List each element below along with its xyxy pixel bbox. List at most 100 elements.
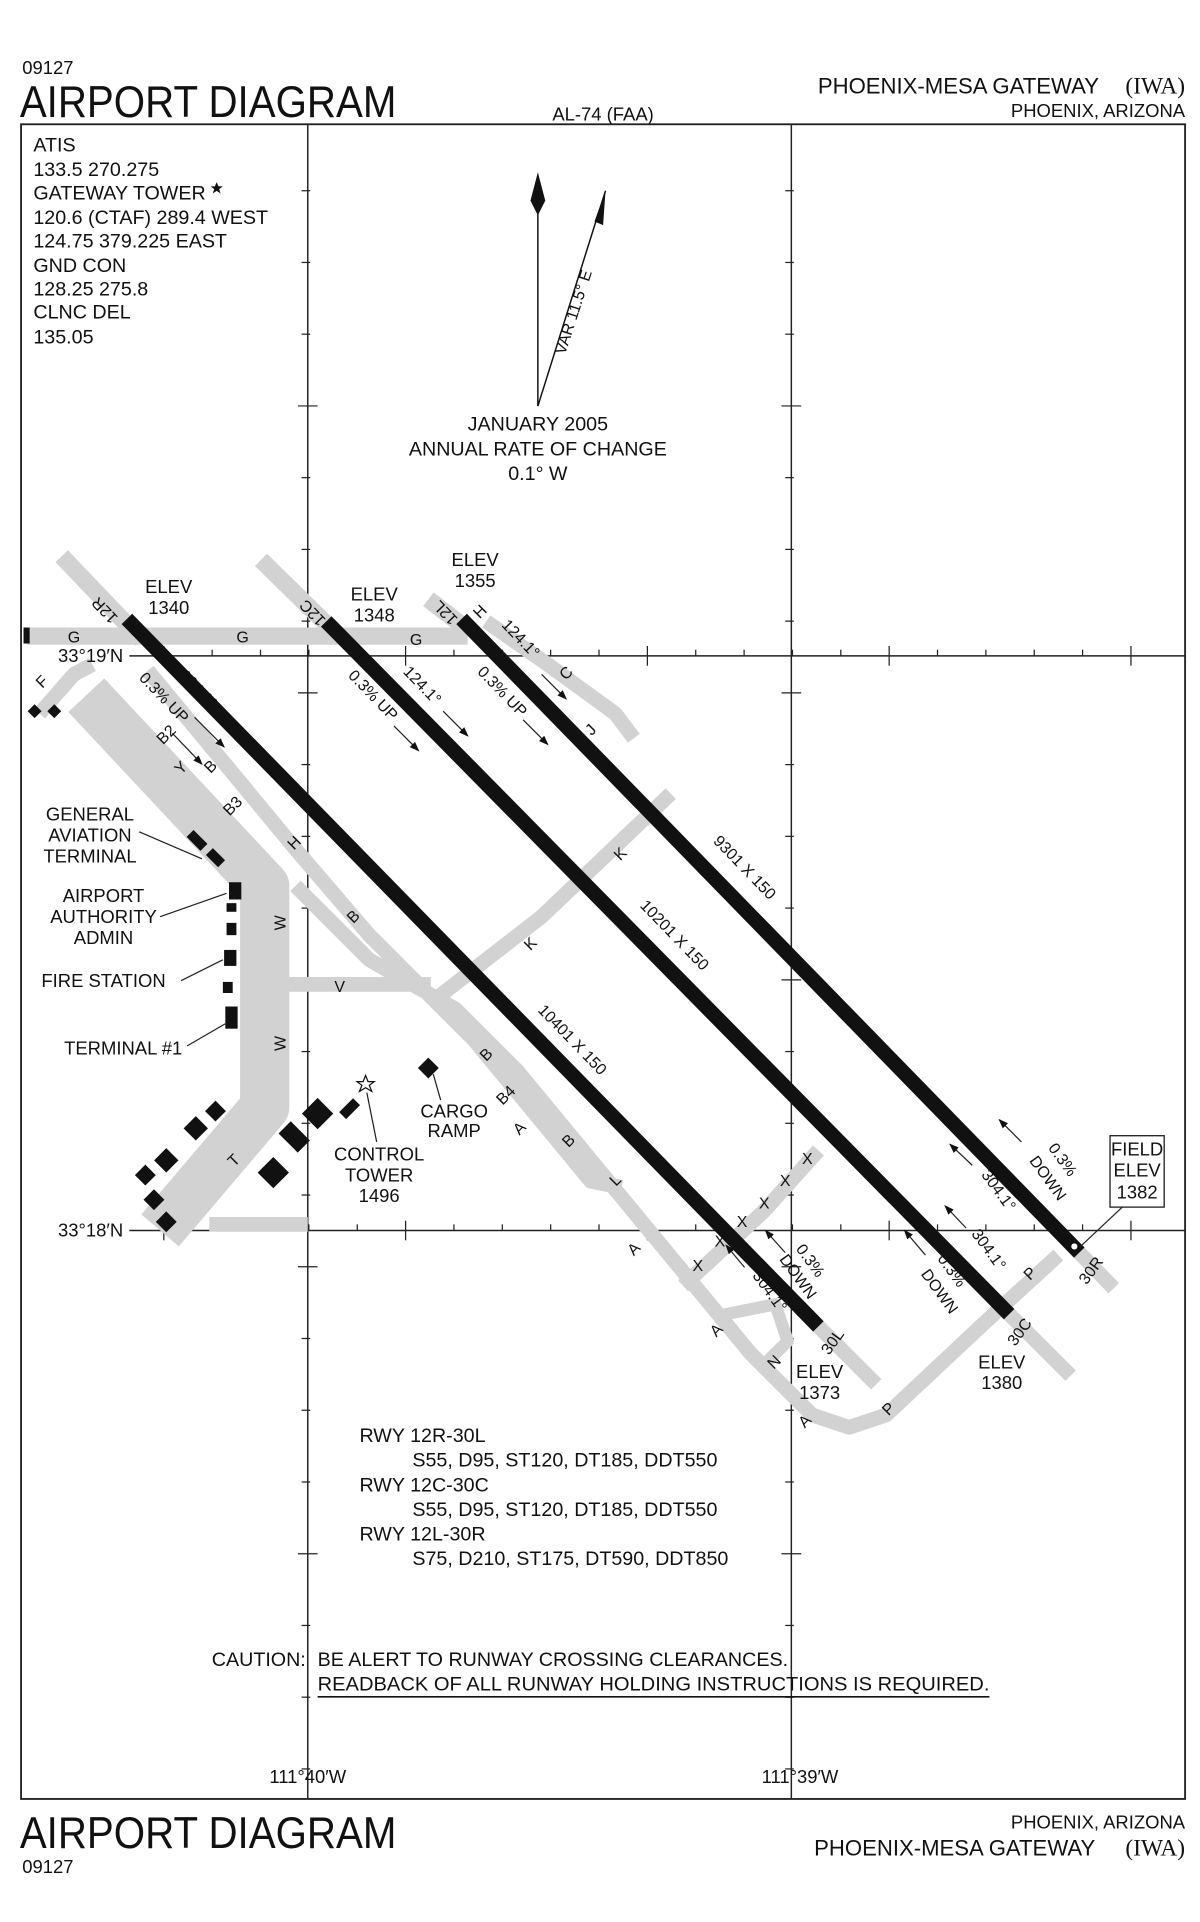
frequency-line: 128.25 275.8	[33, 278, 148, 300]
frequency-line: CLNC DEL	[33, 302, 130, 324]
rate-of-change-label: ANNUAL RATE OF CHANGE	[409, 438, 667, 460]
elev-label: ELEV	[978, 1351, 1026, 1372]
elev-value: 1340	[148, 597, 189, 618]
header: 09127 AIRPORT DIAGRAM AL-74 (FAA) PHOENI…	[20, 57, 1186, 127]
cargo-ramp-label: CARGO	[420, 1100, 488, 1121]
latitude-label: 33°18′N	[58, 1220, 123, 1241]
taxiway-label: X	[802, 1151, 813, 1168]
airport-id: (IWA)	[1125, 1836, 1185, 1862]
taxiway-label: V	[334, 979, 345, 996]
frequency-line: GND CON	[33, 255, 126, 277]
field-elev-label: FIELD	[1111, 1138, 1163, 1159]
field-elev-value: 1382	[1117, 1181, 1158, 1202]
elevations: ELEV 1340 ELEV 1348 ELEV 1355 ELEV 1373 …	[145, 549, 1165, 1403]
admin-label: AUTHORITY	[50, 906, 157, 927]
caution-prefix: CAUTION:	[212, 1649, 306, 1671]
frequency-line: 133.5 270.275	[33, 159, 159, 181]
chart-number: 09127	[22, 57, 73, 78]
elev-value: 1348	[354, 604, 395, 625]
ga-terminal-label: GENERAL	[46, 804, 134, 825]
frequency-line: GATEWAY TOWER	[33, 182, 205, 204]
elev-value: 1355	[455, 570, 496, 591]
elev-label: ELEV	[796, 1361, 844, 1382]
magnetic-north-line	[537, 190, 607, 407]
longitude-label: 111°39′W	[762, 1766, 839, 1787]
runway-dimensions-12C-30C: 10201 X 150	[636, 897, 711, 974]
fire-station-label: FIRE STATION	[41, 970, 165, 991]
frequency-line: ATIS	[33, 134, 75, 156]
runway-12R-30L	[121, 613, 824, 1332]
control-tower-star-icon	[355, 1073, 377, 1093]
taxiway-label: W	[273, 914, 290, 930]
star-icon	[210, 182, 223, 194]
procedure-id: AL-74 (FAA)	[552, 104, 653, 125]
caution-line: READBACK OF ALL RUNWAY HOLDING INSTRUCTI…	[318, 1674, 990, 1696]
control-tower-elevation: 1496	[359, 1185, 400, 1206]
frequency-line: 120.6 (CTAF) 289.4 WEST	[33, 207, 268, 229]
taxiway-label: A	[510, 1119, 530, 1139]
strength-runway: RWY 12L-30R	[359, 1524, 485, 1546]
taxiway-label: H	[470, 602, 490, 622]
true-north-arrow-icon	[530, 172, 546, 216]
airport-name: PHOENIX-MESA GATEWAY	[818, 74, 1099, 99]
taxiway-label: X	[780, 1173, 791, 1190]
taxiway-label: X	[759, 1195, 770, 1212]
taxiway-label: G	[236, 629, 248, 646]
airport-location: PHOENIX, ARIZONA	[1011, 100, 1186, 121]
taxiway-label: A	[625, 1239, 645, 1259]
field-elevation-point	[1071, 1243, 1078, 1250]
strength-values: S75, D210, ST175, DT590, DDT850	[412, 1548, 728, 1570]
elev-label: ELEV	[351, 583, 399, 604]
terminal-label: TERMINAL #1	[64, 1038, 182, 1059]
admin-label: AIRPORT	[63, 885, 145, 906]
taxiway-label: W	[273, 1035, 290, 1051]
airport-id: (IWA)	[1125, 74, 1185, 100]
chart-number: 09127	[22, 1856, 73, 1877]
cargo-ramp-label: RAMP	[428, 1120, 481, 1141]
diagram-frame	[20, 123, 1187, 1800]
elev-value: 1373	[799, 1382, 840, 1403]
elev-label: ELEV	[452, 549, 500, 570]
magnetic-north-arrow-icon	[594, 190, 606, 226]
runway-strength-table: RWY 12R-30L S55, D95, ST120, DT185, DDT5…	[359, 1425, 728, 1570]
airport-location: PHOENIX, ARIZONA	[1011, 1811, 1186, 1832]
airport-name: PHOENIX-MESA GATEWAY	[814, 1836, 1095, 1861]
ga-terminal-label: AVIATION	[48, 825, 131, 846]
latitude-label: 33°19′N	[58, 645, 123, 666]
elev-value: 1380	[981, 1372, 1022, 1393]
frequency-line: 124.75 379.225 EAST	[33, 230, 227, 252]
magnetic-variation: VAR 11.5° E	[553, 268, 596, 357]
admin-label: ADMIN	[74, 927, 133, 948]
frequency-list: ATIS 133.5 270.275 GATEWAY TOWER 120.6 (…	[33, 134, 268, 348]
chart-title: AIRPORT DIAGRAM	[20, 78, 397, 127]
longitude-label: 111°40′W	[269, 1766, 346, 1787]
chart-title: AIRPORT DIAGRAM	[20, 1809, 397, 1858]
taxiway-label: G	[68, 629, 80, 646]
frequency-line: 135.05	[33, 326, 93, 348]
caution-note: CAUTION: BE ALERT TO RUNWAY CROSSING CLE…	[212, 1649, 990, 1698]
strength-runway: RWY 12C-30C	[359, 1474, 488, 1496]
runway-12L-30R	[456, 613, 1085, 1258]
taxiway-label: X	[715, 1233, 726, 1250]
strength-runway: RWY 12R-30L	[359, 1425, 485, 1447]
control-tower-label: TOWER	[345, 1164, 413, 1185]
elev-label: ELEV	[145, 576, 193, 597]
field-elevation-box	[1109, 1135, 1165, 1208]
heading-label: 304.1°	[968, 1226, 1009, 1274]
taxiway-label: X	[692, 1258, 703, 1275]
taxiways	[27, 550, 1120, 1435]
facility-labels: GENERAL AVIATION TERMINAL AIRPORT AUTHOR…	[41, 804, 488, 1206]
north-arrow: VAR 11.5° E JANUARY 2005 ANNUAL RATE OF …	[409, 172, 667, 485]
caution-line: BE ALERT TO RUNWAY CROSSING CLEARANCES.	[318, 1649, 788, 1671]
ga-terminal-label: TERMINAL	[43, 846, 136, 867]
footer: AIRPORT DIAGRAM 09127 PHOENIX, ARIZONA P…	[20, 1809, 1186, 1877]
rate-of-change: 0.1° W	[508, 463, 568, 485]
field-elev-label: ELEV	[1114, 1159, 1162, 1180]
taxiway-label: G	[410, 632, 422, 649]
runway-12C-30C	[320, 616, 1015, 1320]
strength-values: S55, D95, ST120, DT185, DDT550	[412, 1450, 717, 1472]
control-tower-label: CONTROL	[334, 1143, 424, 1164]
taxiway-label: X	[737, 1214, 748, 1231]
taxiway-labels: G G G F B2 Y B B3 H W B V K K W B B4 A B…	[33, 602, 1040, 1432]
